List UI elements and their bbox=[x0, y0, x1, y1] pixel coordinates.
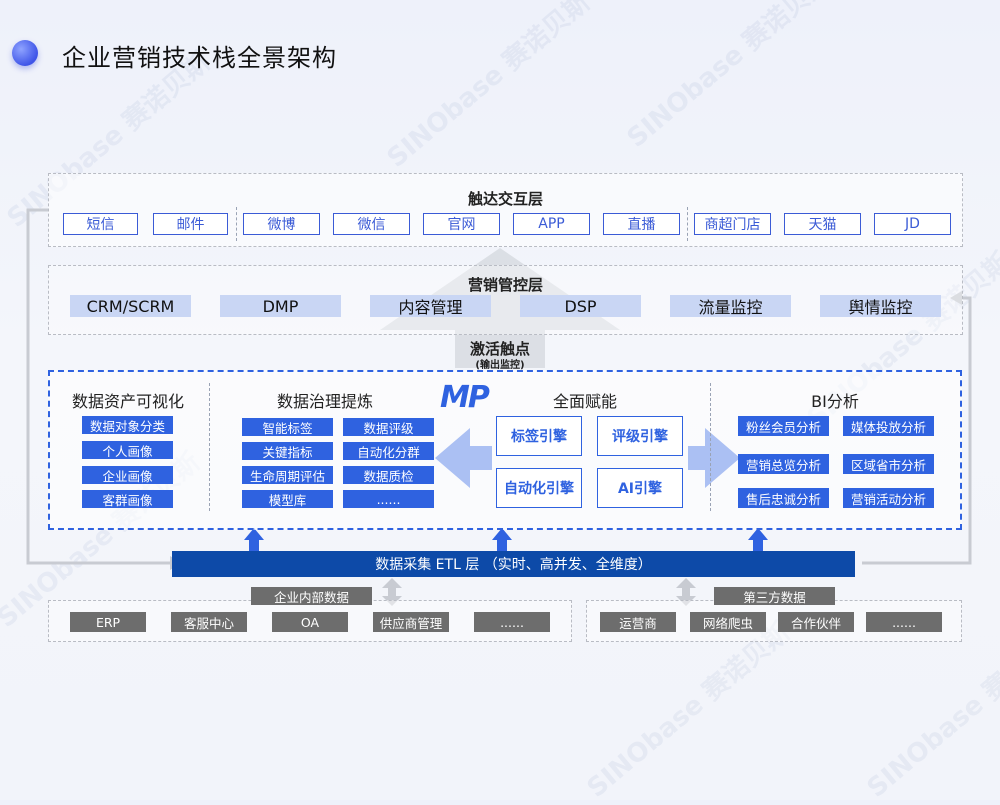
gov-data-rating[interactable]: 数据评级 bbox=[343, 418, 434, 436]
bi-campaign[interactable]: 营销活动分析 bbox=[843, 488, 934, 508]
asset-object-category[interactable]: 数据对象分类 bbox=[82, 416, 173, 434]
bi-loyalty[interactable]: 售后忠诚分析 bbox=[738, 488, 829, 508]
marketing-layer bbox=[48, 265, 963, 335]
channel-weibo[interactable]: 微博 bbox=[243, 213, 320, 235]
activation-title: 激活触点 bbox=[469, 340, 530, 358]
bi-marketing-overview[interactable]: 营销总览分析 bbox=[738, 454, 829, 474]
channel-sms[interactable]: 短信 bbox=[63, 213, 138, 235]
bi-title: BI分析 bbox=[811, 392, 859, 411]
channel-website[interactable]: 官网 bbox=[423, 213, 500, 235]
touch-layer-title: 触达交互层 bbox=[467, 190, 543, 208]
module-dmp[interactable]: DMP bbox=[220, 295, 341, 317]
gov-key-metrics[interactable]: 关键指标 bbox=[242, 442, 333, 460]
separator bbox=[710, 383, 711, 511]
separator bbox=[687, 207, 688, 241]
third-party-title: 第三方数据 bbox=[714, 587, 835, 605]
third-more[interactable]: ...... bbox=[866, 612, 942, 632]
engine-tag[interactable]: 标签引擎 bbox=[496, 416, 582, 456]
internal-erp[interactable]: ERP bbox=[70, 612, 146, 632]
third-carrier[interactable]: 运营商 bbox=[600, 612, 676, 632]
internal-oa[interactable]: OA bbox=[272, 612, 348, 632]
asset-group-profile[interactable]: 客群画像 bbox=[82, 490, 173, 508]
etl-bar[interactable]: 数据采集 ETL 层 （实时、高并发、全维度） bbox=[172, 551, 855, 577]
marketing-layer-title: 营销管控层 bbox=[467, 276, 543, 294]
third-crawler[interactable]: 网络爬虫 bbox=[690, 612, 766, 632]
channel-tmall[interactable]: 天猫 bbox=[784, 213, 861, 235]
bi-region[interactable]: 区域省市分析 bbox=[843, 454, 934, 474]
engine-ai[interactable]: AI引擎 bbox=[597, 468, 683, 508]
module-content[interactable]: 内容管理 bbox=[370, 295, 491, 317]
internal-data-title: 企业内部数据 bbox=[251, 587, 372, 605]
data-assets-title: 数据资产可视化 bbox=[71, 392, 184, 411]
channel-email[interactable]: 邮件 bbox=[153, 213, 228, 235]
internal-supplier[interactable]: 供应商管理 bbox=[373, 612, 449, 632]
touch-layer bbox=[48, 173, 963, 247]
gov-more[interactable]: ...... bbox=[343, 490, 434, 508]
activation-subtitle: (输出监控) bbox=[475, 360, 525, 371]
channel-app[interactable]: APP bbox=[513, 213, 590, 235]
separator bbox=[209, 383, 210, 511]
internal-more[interactable]: ...... bbox=[474, 612, 550, 632]
gov-lifecycle[interactable]: 生命周期评估 bbox=[242, 466, 333, 484]
asset-enterprise-profile[interactable]: 企业画像 bbox=[82, 466, 173, 484]
title-dot-icon bbox=[12, 40, 38, 66]
channel-live[interactable]: 直播 bbox=[603, 213, 680, 235]
module-crm[interactable]: CRM/SCRM bbox=[70, 295, 191, 317]
channel-jd[interactable]: JD bbox=[874, 213, 951, 235]
gov-model-library[interactable]: 模型库 bbox=[242, 490, 333, 508]
third-partner[interactable]: 合作伙伴 bbox=[778, 612, 854, 632]
gov-smart-tag[interactable]: 智能标签 bbox=[242, 418, 333, 436]
separator bbox=[236, 207, 237, 241]
page-title: 企业营销技术栈全景架构 bbox=[62, 44, 337, 72]
asset-personal-profile[interactable]: 个人画像 bbox=[82, 441, 173, 459]
module-sentiment[interactable]: 舆情监控 bbox=[820, 295, 941, 317]
module-traffic[interactable]: 流量监控 bbox=[670, 295, 791, 317]
governance-title: 数据治理提炼 bbox=[276, 392, 373, 411]
internal-service-center[interactable]: 客服中心 bbox=[171, 612, 247, 632]
gov-auto-segment[interactable]: 自动化分群 bbox=[343, 442, 434, 460]
engine-automation[interactable]: 自动化引擎 bbox=[496, 468, 582, 508]
bi-media-placement[interactable]: 媒体投放分析 bbox=[843, 416, 934, 436]
bi-fans-members[interactable]: 粉丝会员分析 bbox=[738, 416, 829, 436]
empower-title: 全面赋能 bbox=[552, 392, 617, 411]
module-dsp[interactable]: DSP bbox=[520, 295, 641, 317]
gov-data-quality[interactable]: 数据质检 bbox=[343, 466, 434, 484]
channel-wechat[interactable]: 微信 bbox=[333, 213, 410, 235]
mp-logo: MP bbox=[440, 380, 490, 415]
engine-rating[interactable]: 评级引擎 bbox=[597, 416, 683, 456]
channel-store[interactable]: 商超门店 bbox=[694, 213, 771, 235]
